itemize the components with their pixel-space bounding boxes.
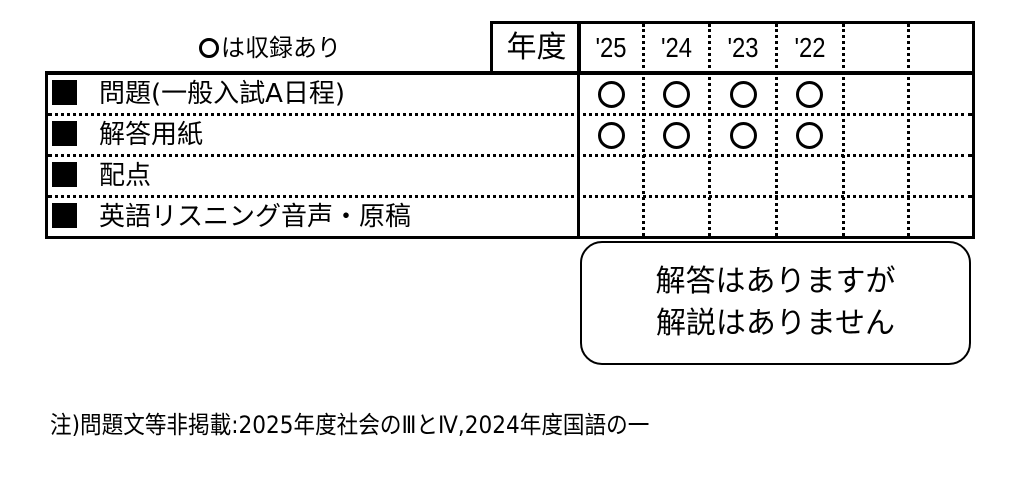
legend-text: は収録あり [221,34,341,62]
black-square-icon [52,121,77,146]
circle-mark-icon [730,81,757,108]
year-header-label: 年度 [490,21,580,74]
row-listening: 英語リスニング音声・原稿 [52,197,411,238]
row-scoring: 配点 [52,156,151,197]
footnote: 注)問題文等非掲載:2025年度社会のⅢとⅣ,2024年度国語の一 [50,411,650,439]
year-2025: '25 [595,32,627,63]
circle-mark-icon [663,122,690,149]
row-divider [48,154,972,157]
circle-mark-icon [598,81,625,108]
row-answer-sheet: 解答用紙 [52,115,203,156]
year-2022: '22 [794,32,826,63]
circle-mark-icon [796,81,823,108]
label-column-divider [577,21,580,239]
black-square-icon [52,162,77,187]
row-problems: 問題(一般入試A日程) [52,74,345,115]
note-line-1: 解答はありますが [655,264,896,299]
note-line-2: 解説はありません [655,306,896,341]
circle-mark-icon [199,38,219,58]
row-divider [48,113,972,116]
circle-mark-icon [796,122,823,149]
column-divider [842,24,845,236]
column-divider [642,24,645,236]
black-square-icon [52,80,77,105]
year-2023: '23 [727,32,759,63]
circle-mark-icon [598,122,625,149]
column-divider [907,24,910,236]
column-divider [775,24,778,236]
column-divider [708,24,711,236]
circle-mark-icon [730,122,757,149]
explanation-note: 解答はありますが 解説はありません [580,241,971,365]
legend: は収録あり [180,28,360,68]
circle-mark-icon [663,81,690,108]
year-2024: '24 [660,32,693,63]
header-divider [45,71,975,74]
row-divider [48,195,972,198]
black-square-icon [52,203,77,228]
